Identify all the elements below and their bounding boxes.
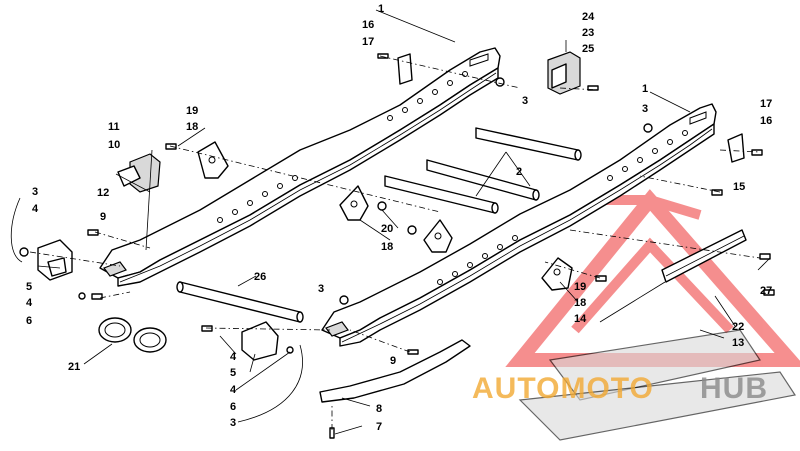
callout-6b: 6 [230, 401, 236, 413]
callout-17b: 17 [760, 98, 772, 110]
bracket-17-left [397, 53, 413, 85]
callout-21: 21 [68, 361, 80, 373]
callout-14: 14 [574, 313, 587, 325]
callout-8: 8 [376, 403, 382, 415]
slide-rail-left [99, 47, 501, 287]
callout-1b: 1 [642, 83, 648, 95]
hose-clamp-21-a [98, 317, 132, 343]
bracket-18-upper [197, 141, 229, 179]
callout-16a: 16 [362, 19, 374, 31]
callout-13: 13 [732, 337, 744, 349]
watermark-text: AUTOMOTO HUB [472, 372, 768, 405]
callout-3e: 3 [230, 417, 236, 429]
callout-11: 11 [108, 121, 120, 133]
cross-tube-upper [475, 127, 582, 161]
callout-24: 24 [582, 11, 595, 23]
callout-23: 23 [582, 27, 594, 39]
callout-12: 12 [97, 187, 109, 199]
rear-block-24 [547, 51, 581, 95]
bracket-18-center [339, 185, 369, 221]
hose-clamp-21-b [133, 327, 167, 353]
mount-10 [117, 153, 161, 193]
callout-9b: 9 [390, 355, 396, 367]
callout-16b: 16 [760, 115, 772, 127]
callout-27: 27 [760, 285, 772, 297]
wear-bar-22 [661, 229, 747, 283]
callout-26: 26 [254, 271, 266, 283]
callout-25: 25 [582, 43, 594, 55]
bracket-18-center-2 [423, 219, 453, 253]
callout-15: 15 [733, 181, 745, 193]
leader-lines [10, 9, 771, 435]
callout-18a: 18 [186, 121, 198, 133]
bumper-block-5-left [37, 239, 73, 281]
callout-22: 22 [732, 321, 744, 333]
watermark-text-b: HUB [700, 372, 768, 405]
bumper-block-5-right [241, 321, 279, 361]
callout-4a: 4 [32, 203, 39, 215]
watermark-text-a: AUTOMOTO [472, 372, 654, 405]
callouts: 1 16 17 3 24 23 25 1 3 17 16 11 10 12 19… [26, 3, 772, 433]
callout-10: 10 [108, 139, 120, 151]
callout-2: 2 [516, 166, 522, 178]
callout-4d: 4 [230, 384, 237, 396]
callout-3a: 3 [522, 95, 528, 107]
callout-3b: 3 [642, 103, 648, 115]
callout-17a: 17 [362, 36, 374, 48]
wear-strip-8 [319, 339, 471, 403]
bracket-17-right [727, 133, 745, 163]
cross-tube-lower [384, 175, 499, 214]
tube-26 [176, 281, 304, 323]
callout-20: 20 [381, 223, 393, 235]
callout-4c: 4 [230, 351, 237, 363]
callout-18c: 18 [574, 297, 586, 309]
callout-19a: 19 [186, 105, 198, 117]
callout-6a: 6 [26, 315, 32, 327]
callout-19b: 19 [574, 281, 586, 293]
callout-18b: 18 [381, 241, 393, 253]
track-section-13 [518, 329, 796, 441]
callout-3d: 3 [318, 283, 324, 295]
callout-5b: 5 [230, 367, 236, 379]
callout-7: 7 [376, 421, 382, 433]
bracket-18-right [541, 257, 573, 291]
callout-1a: 1 [378, 3, 384, 15]
cross-tube-middle [426, 159, 540, 201]
slide-rail-right [321, 103, 717, 347]
callout-9a: 9 [100, 211, 106, 223]
callout-4b: 4 [26, 297, 33, 309]
callout-5a: 5 [26, 281, 32, 293]
callout-3c: 3 [32, 186, 38, 198]
